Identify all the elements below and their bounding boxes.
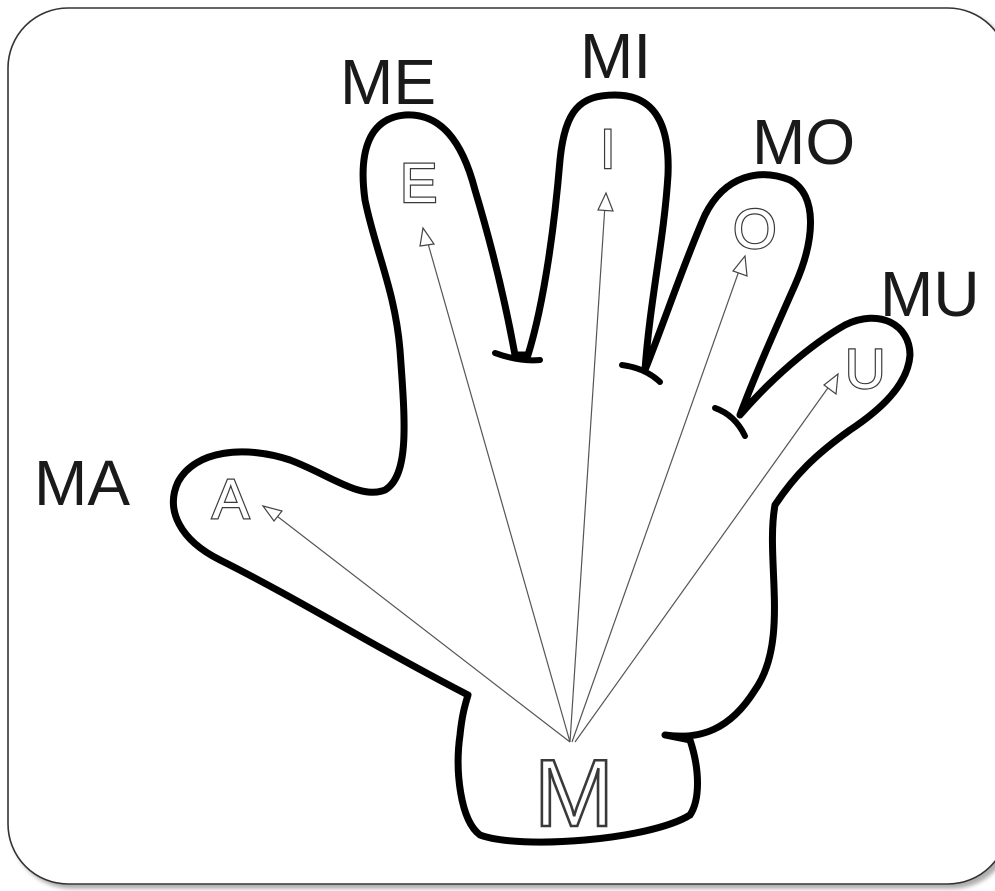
vowel-u: U [845,337,885,400]
syllable-me: ME [340,46,436,118]
syllable-mi: MI [580,20,651,92]
syllable-mu: MU [880,258,980,330]
vowel-o: O [733,197,777,260]
vowel-i: I [600,117,616,180]
consonant-m: M [534,740,614,847]
vowel-a: A [212,467,250,530]
syllable-ma: MA [34,447,130,519]
syllable-mo: MO [752,106,855,178]
vowel-e: E [400,151,437,214]
